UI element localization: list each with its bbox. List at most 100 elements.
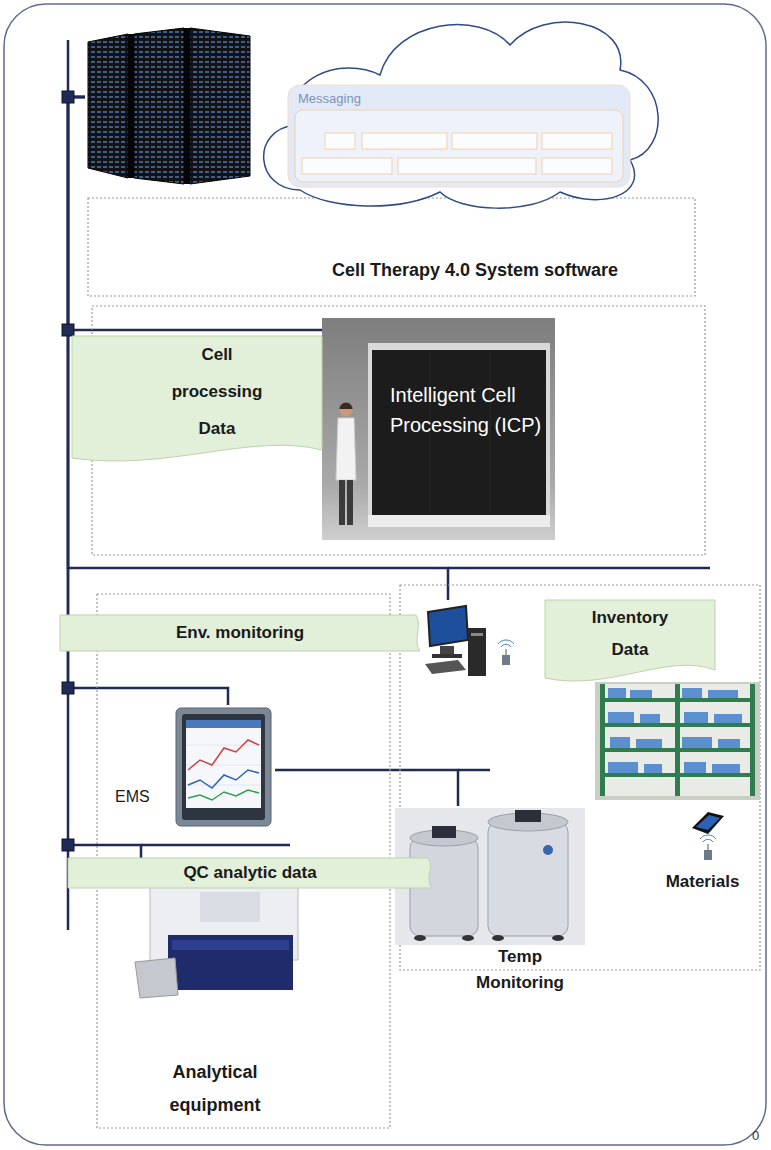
storage-shelf (600, 723, 755, 727)
ems-monitor (186, 720, 261, 728)
cell-processor-image (322, 318, 555, 540)
storage-shelf (600, 773, 755, 777)
bus-connector (68, 97, 141, 858)
bus-wire (67, 40, 70, 97)
storage-shelf (708, 690, 738, 698)
cryo-tanks (543, 845, 553, 855)
server-racks (128, 34, 134, 178)
node-shape (72, 336, 322, 461)
data-banner: QC analytic data (68, 858, 432, 888)
node-label: QC analytic data (68, 858, 432, 888)
analyzer-image (172, 940, 289, 950)
wireless-tag (506, 649, 507, 655)
storage-shelf (684, 762, 706, 773)
wireless-tag (700, 835, 716, 860)
data-flag: Inventory Data (420, 600, 715, 686)
analyzer-image (168, 935, 293, 990)
cloud-platform (542, 158, 612, 174)
node-shape (545, 600, 715, 681)
cell-processor: Intelligent Cell Processing (ICP) (322, 318, 555, 540)
bus-junction (62, 324, 74, 336)
system-software-region: Cell Therapy 4.0 System software (85, 15, 697, 297)
computer-icon (425, 660, 466, 674)
storage-shelf (684, 712, 708, 723)
storage-shelf (682, 737, 712, 748)
wireless-tag (708, 844, 709, 850)
bus-wire (448, 567, 710, 570)
ems-monitor (182, 714, 265, 820)
ems-monitor (186, 745, 261, 785)
wireless-tag (700, 835, 716, 842)
node-label: Cell Therapy 4.0 System software (260, 258, 690, 282)
tablet-icon (692, 812, 724, 834)
computer-icon (432, 654, 462, 658)
storage-shelf (608, 712, 634, 723)
platform-label: Messaging (298, 91, 361, 106)
cell-processor-image (322, 318, 555, 540)
analyzer-image (200, 892, 260, 922)
monitoring-device: EMS (110, 705, 275, 827)
wireless-tag (704, 850, 712, 860)
storage-shelf (610, 737, 630, 748)
bus-wire (458, 769, 490, 772)
data-banner: Env. monitoring (60, 615, 420, 651)
node-shape (68, 858, 432, 888)
storage-shelf (714, 714, 742, 723)
wireless-tag (498, 640, 514, 647)
page-number: 0 (752, 1128, 759, 1143)
cloud-platform (288, 85, 630, 187)
computer-icon (440, 646, 454, 654)
ems-monitor (176, 708, 271, 826)
cryo-tanks (488, 822, 568, 936)
node-label: Temp Monitoring (465, 944, 575, 996)
server-racks (134, 28, 184, 184)
storage-tank: Temp Monitoring (395, 806, 585, 998)
analytical-instrument: Analytical equipment (120, 866, 310, 1124)
node-shape (420, 600, 715, 686)
ems-monitor (176, 708, 271, 826)
storage-shelf (640, 714, 660, 723)
group-outline (88, 198, 695, 296)
storage-shelf (712, 764, 740, 773)
cell-processor-image (340, 404, 353, 417)
storage-shelf (595, 682, 760, 800)
ems-monitor (186, 745, 261, 746)
ems-monitor (186, 785, 261, 786)
ems-monitor (186, 765, 261, 766)
storage-shelf (600, 684, 755, 796)
computer-icon (428, 606, 468, 646)
cryo-tanks (515, 810, 541, 822)
bus-wire (141, 844, 290, 847)
ems-monitor (188, 740, 259, 770)
cell-processor-image (347, 480, 353, 525)
storage-shelf (630, 690, 652, 698)
cloud-platform (264, 22, 659, 208)
cloud-platform (325, 133, 355, 149)
storage-shelf (636, 739, 662, 748)
analyzer-image (135, 958, 178, 998)
bus-junction (62, 839, 74, 851)
cloud-platform (295, 110, 623, 182)
storage-shelf (644, 764, 662, 773)
server-racks (88, 34, 128, 178)
cloud-platform (398, 158, 536, 174)
bus-junction (62, 682, 74, 694)
node-label: EMS (115, 787, 165, 807)
cloud-platform (264, 22, 659, 208)
tablet-icon (692, 812, 724, 834)
storage-shelf (718, 739, 740, 748)
cloud-platform (302, 158, 392, 174)
node-label: Cell processing Data (162, 336, 272, 447)
node-shape (60, 615, 420, 651)
storage-shelf (682, 688, 702, 698)
ems-monitor (188, 770, 259, 788)
storage-shelf (608, 762, 638, 773)
cloud-platform (452, 133, 537, 149)
cell-processor-image (340, 403, 353, 409)
computer-icon (468, 628, 486, 676)
cryo-tanks (462, 935, 474, 941)
computer-icon (425, 606, 486, 676)
server-racks (190, 28, 250, 184)
cloud-platform (542, 133, 612, 149)
storage-shelf (608, 688, 626, 698)
